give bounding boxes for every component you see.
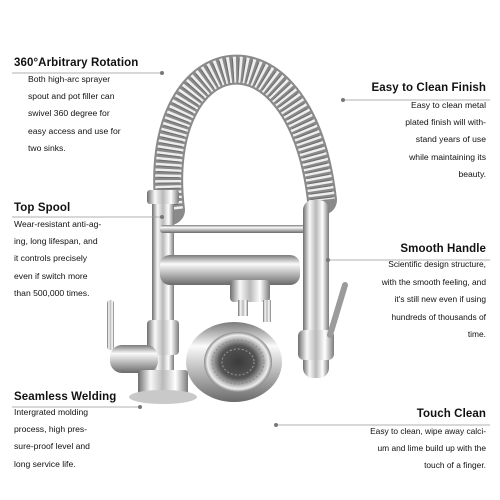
feature-smooth-handle: Smooth Handle Scientific design structur…: [326, 243, 486, 344]
feature-line: while maintaining its: [409, 151, 486, 162]
feature-line: plated finish will with-: [405, 117, 486, 128]
feature-seamless-welding: Seamless Welding Intergrated molding pro…: [14, 391, 154, 473]
feature-title: Top Spool: [14, 202, 71, 214]
feature-line: even if switch more: [14, 270, 88, 281]
feature-line: ing, long lifespan, and: [14, 236, 98, 247]
feature-top-spool: Top Spool Wear-resistant anti-ag- ing, l…: [14, 202, 159, 302]
feature-rotation: 360°Arbitrary Rotation Both high-arc spr…: [14, 57, 159, 157]
spring-coil: [153, 54, 337, 225]
feature-line: stand years of use: [415, 134, 486, 145]
feature-title: 360°Arbitrary Rotation: [14, 57, 139, 69]
feature-line: touch of a finger.: [424, 460, 486, 471]
feature-line: Easy to clean, wipe away calci-: [370, 426, 486, 436]
feature-line: um and lime build up with the: [377, 443, 486, 454]
feature-line: Scientific design structure,: [388, 259, 486, 269]
feature-line: Intergrated molding: [14, 407, 89, 417]
feature-line: Wear-resistant anti-ag-: [14, 219, 102, 229]
feature-line: easy access and use for: [28, 125, 121, 136]
feature-line: swivel 360 degree for: [28, 108, 110, 119]
base-plate: [129, 390, 197, 404]
pot-filler-spout: [230, 280, 270, 302]
feature-line: hundreds of thousands of: [391, 311, 486, 322]
feature-line: than 500,000 times.: [14, 287, 90, 298]
lever-handle: [107, 300, 114, 350]
feature-line: two sinks.: [28, 142, 66, 153]
feature-line: with the smooth feeling, and: [381, 276, 486, 287]
feature-easy-clean: Easy to Clean Finish Easy to clean metal…: [336, 82, 486, 183]
pot-filler-arm: [160, 255, 300, 285]
feature-line: sure-proof level and: [14, 441, 90, 452]
feature-line: Easy to clean metal: [411, 100, 486, 110]
top-cap: [147, 190, 179, 204]
feature-line: long service life.: [14, 458, 76, 469]
leader-dots: [138, 71, 345, 427]
holder-bar: [160, 225, 320, 233]
faucet-base: [138, 370, 188, 396]
feature-title: Touch Clean: [416, 408, 486, 420]
smooth-handle-lever: [327, 282, 348, 338]
feature-title: Easy to Clean Finish: [371, 82, 486, 94]
feature-line: process, high pres-: [14, 424, 88, 435]
handle-body: [110, 345, 158, 373]
feature-line: Both high-arc sprayer: [28, 74, 111, 84]
feature-line: beauty.: [458, 168, 486, 179]
feature-line: spout and pot filler can: [28, 91, 115, 102]
feature-title: Smooth Handle: [400, 243, 486, 255]
leader-lines: [12, 72, 490, 426]
lower-sleeve: [147, 320, 179, 355]
feature-touch-clean: Touch Clean Easy to clean, wipe away cal…: [311, 408, 486, 475]
feature-line: it controls precisely: [14, 253, 88, 264]
feature-line: it's still new even if using: [394, 294, 486, 305]
feature-title: Seamless Welding: [14, 391, 117, 403]
aerator-closeup: [186, 322, 282, 402]
feature-line: time.: [467, 329, 486, 340]
